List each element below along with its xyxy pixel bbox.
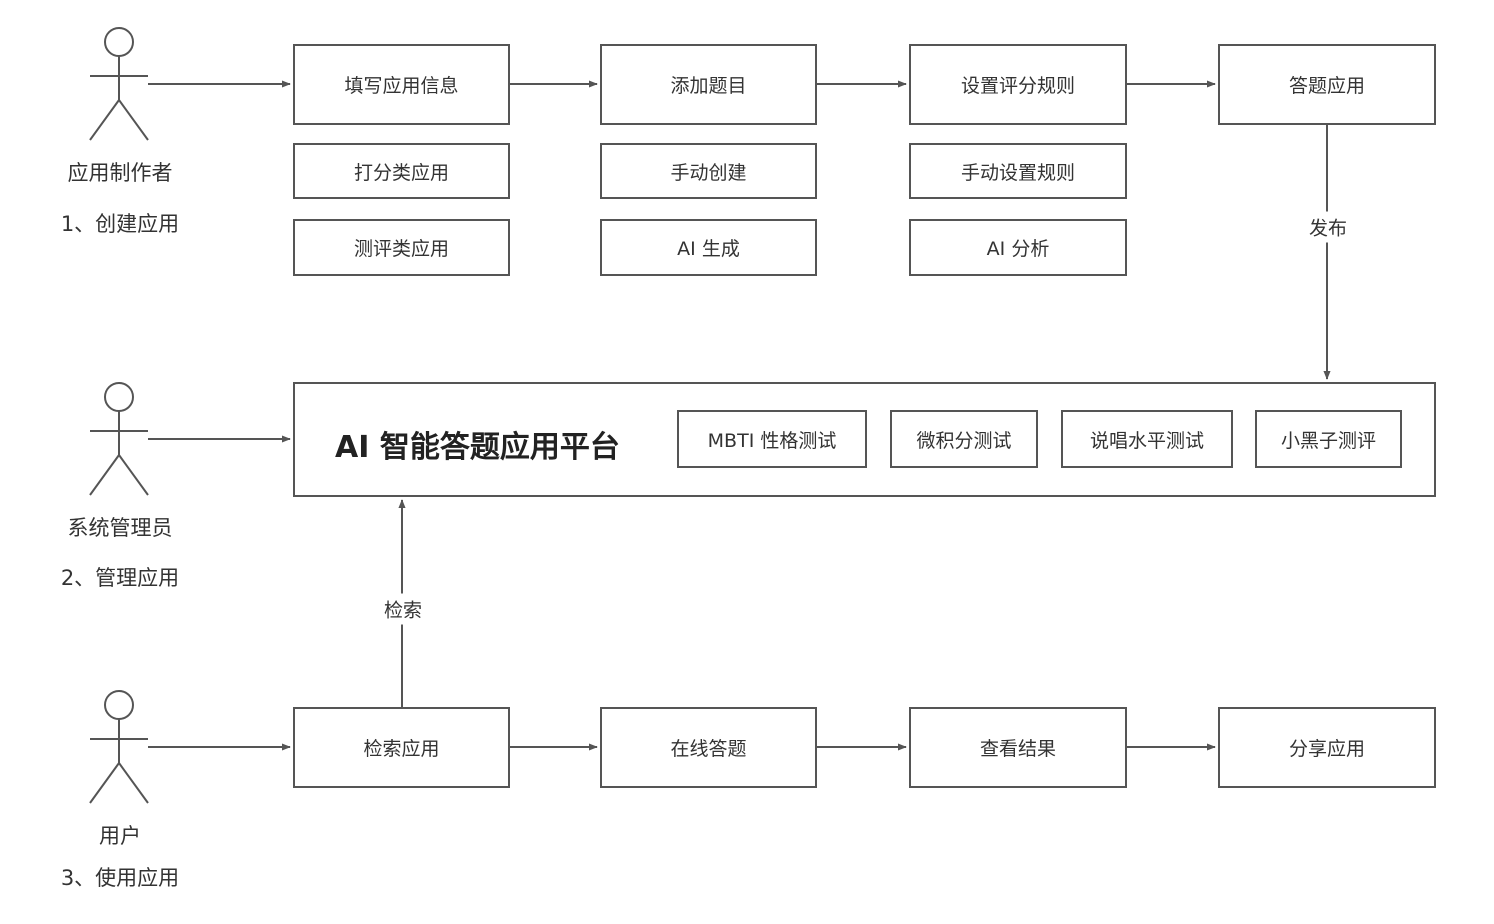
node-ai-generate: AI 生成 [600, 219, 817, 276]
node-ai-analysis: AI 分析 [909, 219, 1127, 276]
node-manual-rules: 手动设置规则 [909, 143, 1127, 199]
actor-user: 用户 3、使用应用 [0, 0, 240, 910]
step-label: 1、创建应用 [60, 212, 180, 236]
app-card-calculus: 微积分测试 [890, 410, 1038, 468]
node-quiz-app: 答题应用 [1218, 44, 1436, 125]
node-view-result: 查看结果 [909, 707, 1127, 788]
node-add-questions: 添加题目 [600, 44, 817, 125]
node-share-app: 分享应用 [1218, 707, 1436, 788]
app-card-xiaoheizi: 小黑子测评 [1255, 410, 1402, 468]
node-online-answer: 在线答题 [600, 707, 817, 788]
node-fill-app-info: 填写应用信息 [293, 44, 510, 125]
stick-figure-icon [89, 690, 149, 804]
node-search-app: 检索应用 [293, 707, 510, 788]
edge-label-search: 检索 [383, 593, 423, 625]
node-manual-create: 手动创建 [600, 143, 817, 199]
step-label: 3、使用应用 [60, 866, 180, 890]
actor-name: 系统管理员 [67, 516, 173, 540]
stick-figure-icon [89, 27, 149, 141]
edge-label-publish: 发布 [1308, 211, 1348, 243]
actor-admin: 系统管理员 2、管理应用 [0, 0, 240, 600]
node-scoring-app: 打分类应用 [293, 143, 510, 199]
actor-creator: 应用制作者 1、创建应用 [0, 0, 240, 260]
node-assessment-app: 测评类应用 [293, 219, 510, 276]
step-label: 2、管理应用 [60, 566, 180, 590]
stick-figure-icon [89, 382, 149, 496]
app-card-mbti: MBTI 性格测试 [677, 410, 867, 468]
node-set-scoring-rules: 设置评分规则 [909, 44, 1127, 125]
app-card-rap: 说唱水平测试 [1061, 410, 1233, 468]
actor-name: 用户 [99, 824, 141, 848]
platform-title: AI 智能答题应用平台 [335, 430, 620, 465]
actor-name: 应用制作者 [67, 161, 173, 185]
